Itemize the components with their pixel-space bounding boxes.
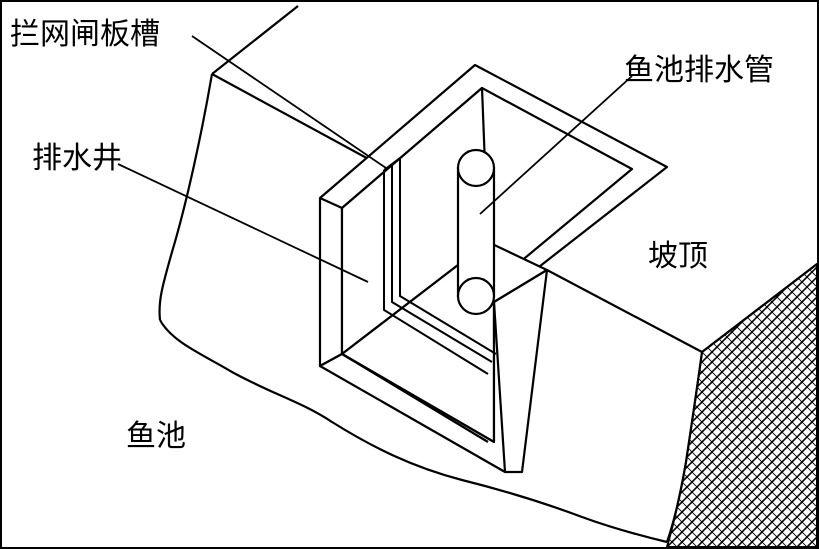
berm-shoulder-edge (546, 269, 703, 353)
drain-pipe (456, 148, 496, 316)
screen-gate-slot (383, 157, 497, 375)
soil-section-hatch (665, 262, 817, 547)
leader-lines (117, 35, 633, 283)
drain-well-structure (318, 63, 669, 474)
leader-drain-pipe (479, 75, 633, 215)
label-screen-slot: 拦网闸板槽 (10, 17, 160, 52)
label-slope-top: 坡顶 (648, 239, 708, 274)
slope-left-outline (158, 73, 214, 321)
label-fish-pond: 鱼池 (126, 419, 186, 454)
well-corner-edge (492, 301, 507, 473)
berm-crest-line (211, 5, 299, 75)
well-left-wall (318, 196, 344, 368)
pond-boundary-curve (159, 319, 668, 544)
label-drain-well: 排水井 (32, 141, 122, 176)
leader-drain-well (117, 163, 369, 283)
label-drain-pipe: 鱼池排水管 (624, 53, 774, 88)
berm-front-edge (211, 73, 375, 163)
well-front-wall-inner (341, 353, 489, 443)
leader-screen-slot (191, 35, 387, 169)
